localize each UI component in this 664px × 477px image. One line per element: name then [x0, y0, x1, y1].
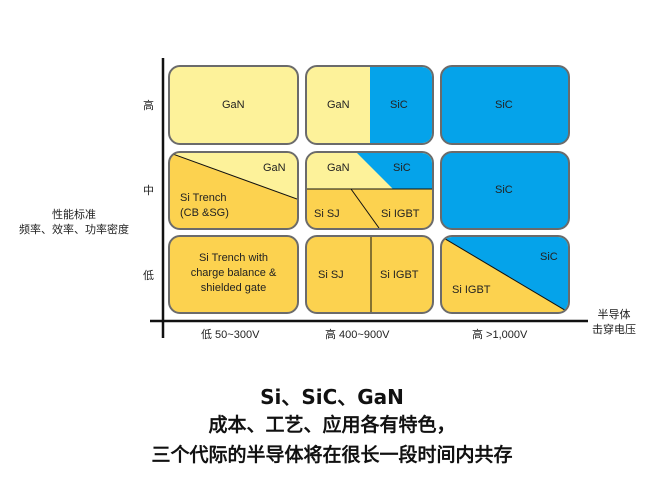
x-level-mid: 高 400~900V	[325, 329, 390, 341]
cell-low-mid: Si SJ Si IGBT	[305, 235, 434, 314]
axes	[150, 58, 588, 338]
x-level-low: 低 50~300V	[201, 329, 260, 341]
cell-high-high-label: SiC	[495, 99, 513, 111]
cell-mid-low: GaN Si Trench (CB &SG)	[168, 151, 299, 230]
cell-high-mid-sic-label: SiC	[390, 99, 408, 111]
y-level-low: 低	[143, 270, 154, 282]
x-axis-title-line2: 击穿电压	[592, 324, 636, 336]
cell-mid-high-label: SiC	[495, 184, 513, 196]
cell-low-mid-split	[370, 237, 372, 312]
cell-high-mid-sic-region	[370, 67, 432, 143]
cell-low-low: Si Trench with charge balance & shielded…	[168, 235, 299, 314]
cell-mid-high: SiC	[440, 151, 570, 230]
cell-high-mid: GaN SiC	[305, 65, 434, 145]
y-level-high: 高	[143, 100, 154, 112]
cell-low-high-split	[442, 237, 568, 312]
cell-high-low: GaN	[168, 65, 299, 145]
cell-mid-mid-sic-label: SiC	[393, 162, 411, 174]
cell-low-high-siigbt-label: Si IGBT	[452, 284, 491, 296]
cell-low-high: SiC Si IGBT	[440, 235, 570, 314]
y-axis-title: 性能标准 频率、效率、功率密度	[14, 208, 134, 238]
caption-line1: Si、SiC、GaN	[260, 385, 404, 409]
cell-mid-low-gan-label: GaN	[263, 162, 286, 174]
cell-low-high-sic-label: SiC	[540, 251, 558, 263]
cell-mid-mid-gan-label: GaN	[327, 162, 350, 174]
x-axis-title-line1: 半导体	[597, 309, 631, 321]
cell-mid-mid-siigbt-label: Si IGBT	[381, 208, 420, 220]
cell-mid-low-split	[170, 153, 297, 200]
y-axis-title-line1: 性能标准	[52, 209, 96, 221]
caption-line2: 成本、工艺、应用各有特色，	[208, 414, 456, 436]
y-axis-title-line2: 频率、效率、功率密度	[19, 224, 129, 236]
cell-low-low-label: Si Trench with charge balance & shielded…	[190, 252, 277, 294]
caption-line3: 三个代际的半导体将在很长一段时间内共存	[151, 444, 513, 466]
cell-mid-mid-sisj-label: Si SJ	[314, 208, 340, 220]
cell-mid-mid: GaN SiC Si SJ Si IGBT	[305, 151, 434, 230]
x-level-high: 高 >1,000V	[472, 329, 528, 341]
cell-high-high: SiC	[440, 65, 570, 145]
cell-low-mid-sisj-label: Si SJ	[318, 269, 344, 281]
cell-low-mid-siigbt-label: Si IGBT	[380, 269, 419, 281]
y-level-mid: 中	[143, 185, 154, 197]
cell-mid-mid-split	[307, 153, 432, 228]
x-axis-title: 半导体 击穿电压	[592, 308, 636, 338]
cell-high-mid-gan-label: GaN	[327, 99, 350, 111]
cell-high-low-label: GaN	[222, 99, 245, 111]
cell-mid-low-si-label: Si Trench (CB &SG)	[180, 192, 229, 219]
